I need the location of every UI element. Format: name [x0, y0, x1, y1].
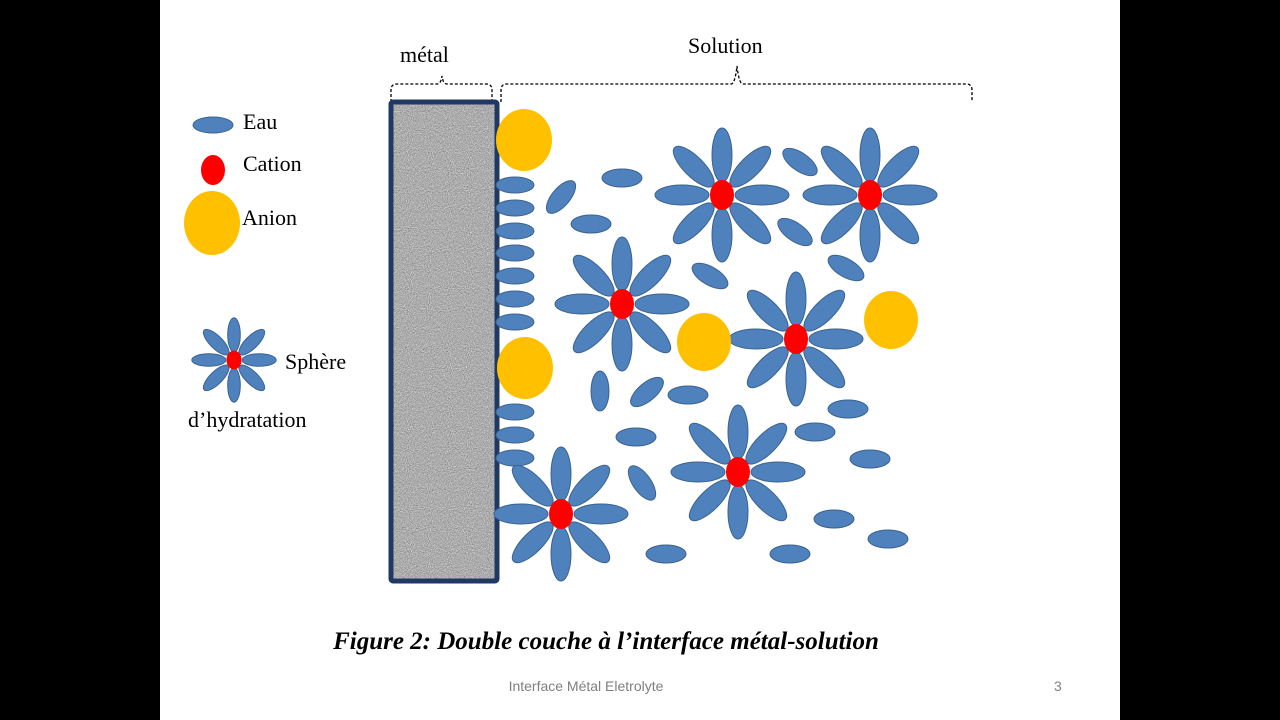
hydration-water [241, 353, 277, 367]
hydration-water [785, 351, 807, 407]
hydration-water [550, 526, 572, 582]
water-molecule [827, 399, 869, 419]
cation [726, 457, 750, 487]
water-molecule [867, 529, 909, 549]
water-molecule [615, 427, 657, 447]
water-molecule [495, 176, 535, 194]
hydration-water [859, 127, 881, 183]
solution-bracket [500, 65, 973, 102]
hydration-water [802, 184, 858, 206]
hydration-water [611, 236, 633, 292]
water-molecule [495, 222, 535, 240]
water-molecule [813, 509, 855, 529]
hydration-water [611, 316, 633, 372]
water-molecule [495, 199, 535, 217]
water-molecule [769, 544, 811, 564]
water-molecule [849, 449, 891, 469]
water-molecule [495, 267, 535, 285]
hydration-water [227, 317, 241, 353]
water-molecule [777, 217, 813, 247]
hydration-water [654, 184, 710, 206]
figure-caption: Figure 2: Double couche à l’interface mé… [333, 628, 879, 655]
hydration-water [727, 484, 749, 540]
water-molecule [545, 180, 577, 214]
anion [677, 313, 731, 371]
water-molecule [495, 313, 535, 331]
hydration-water [711, 127, 733, 183]
water-molecule [630, 376, 664, 408]
water-molecule [495, 426, 535, 444]
hydration-water [573, 503, 629, 525]
hydration-water [727, 404, 749, 460]
water-molecule [667, 385, 709, 405]
cation [858, 180, 882, 210]
anion [864, 291, 918, 349]
slide-background [160, 0, 1120, 720]
water-molecule [495, 290, 535, 308]
water-molecule [794, 422, 836, 442]
legend-cation-symbol [201, 155, 225, 185]
cation [784, 324, 808, 354]
water-molecule [570, 214, 612, 234]
water-molecule [645, 544, 687, 564]
legend-hydration-label-2: d’hydratation [188, 407, 307, 432]
water-molecule [691, 262, 729, 290]
water-molecule [601, 168, 643, 188]
legend-hydration-label-1: Sphère [285, 349, 347, 374]
hydration-water [191, 353, 227, 367]
water-molecule [192, 116, 234, 134]
legend-anion-symbol [184, 191, 240, 255]
hydration-water [785, 271, 807, 327]
water-molecule [827, 254, 865, 282]
water-molecule [627, 465, 657, 501]
metal-bracket [390, 75, 493, 102]
solution-label: Solution [688, 33, 763, 58]
water-molecule [495, 244, 535, 262]
hydration-water [734, 184, 790, 206]
legend-hydration-sphere [226, 350, 242, 370]
hydration-water [728, 328, 784, 350]
slide-footer: Interface Métal Eletrolyte [508, 678, 664, 694]
water-molecule [495, 403, 535, 421]
hydration-water [711, 207, 733, 263]
slide-number: 3 [1054, 678, 1062, 694]
hydration-water [550, 446, 572, 502]
legend-cation-label: Cation [243, 151, 302, 176]
adsorbed-anion [496, 109, 552, 171]
cation [549, 499, 573, 529]
hydration-water [859, 207, 881, 263]
water-molecule [590, 370, 610, 412]
hydration-water [670, 461, 726, 483]
hydration-water [808, 328, 864, 350]
water-molecule [782, 147, 818, 177]
legend-anion-label: Anion [242, 205, 297, 230]
water-molecule [495, 449, 535, 467]
hydration-water [882, 184, 938, 206]
cation [610, 289, 634, 319]
hydration-water [493, 503, 549, 525]
hydration-water [750, 461, 806, 483]
hydration-water [554, 293, 610, 315]
metal-label: métal [400, 42, 449, 67]
hydration-water [227, 367, 241, 403]
cation [710, 180, 734, 210]
hydration-water [634, 293, 690, 315]
legend-water-label: Eau [243, 109, 278, 134]
adsorbed-anion [497, 337, 553, 399]
metal-electrode [388, 99, 500, 584]
